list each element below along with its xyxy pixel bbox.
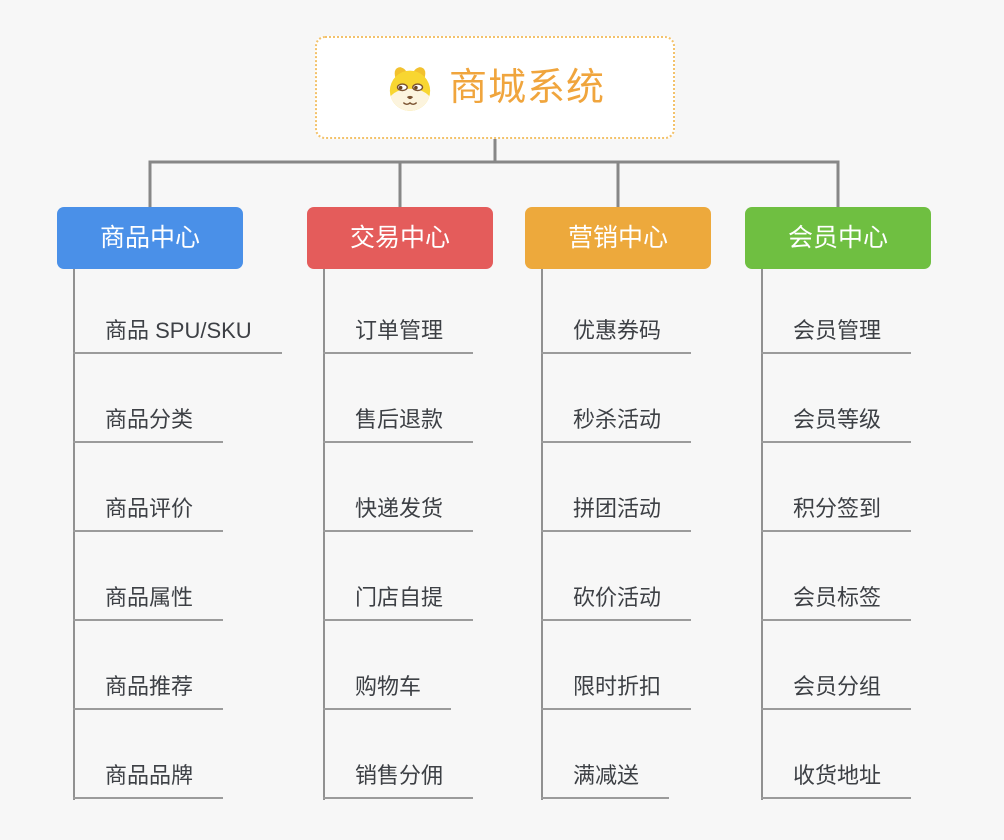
leaf-label: 会员分组 <box>793 674 882 699</box>
leaf-node-1-2[interactable]: 商品分类 <box>73 405 224 443</box>
leaf-label: 商品品牌 <box>105 763 194 788</box>
leaf-label: 积分签到 <box>793 496 882 521</box>
leaf-label: 商品属性 <box>105 585 194 610</box>
leaf-node-4-1[interactable]: 会员管理 <box>761 316 912 354</box>
leaf-node-1-3[interactable]: 商品评价 <box>73 494 224 532</box>
leaf-node-2-4[interactable]: 门店自提 <box>323 583 474 621</box>
branch-node-2[interactable]: 交易中心 <box>307 207 493 269</box>
leaf-label: 收货地址 <box>793 763 882 788</box>
leaf-label: 门店自提 <box>355 585 444 610</box>
leaf-node-3-5[interactable]: 限时折扣 <box>541 672 692 710</box>
leaf-label: 商品分类 <box>105 407 194 432</box>
leaf-node-2-5[interactable]: 购物车 <box>323 672 452 710</box>
leaf-label: 会员管理 <box>793 318 882 343</box>
branch-label: 营销中心 <box>567 223 668 252</box>
leaf-node-3-2[interactable]: 秒杀活动 <box>541 405 692 443</box>
leaf-label: 购物车 <box>355 674 422 699</box>
leaf-label: 限时折扣 <box>573 674 662 699</box>
leaf-label: 优惠券码 <box>573 318 662 343</box>
leaf-label: 商品 SPU/SKU <box>105 318 252 343</box>
branch-label: 交易中心 <box>349 223 450 252</box>
leaf-node-2-3[interactable]: 快递发货 <box>323 494 474 532</box>
branch-label: 会员中心 <box>787 223 888 252</box>
leaf-label: 商品评价 <box>105 496 194 521</box>
leaf-label: 会员等级 <box>793 407 882 432</box>
leaf-label: 快递发货 <box>355 496 444 521</box>
leaf-node-4-6[interactable]: 收货地址 <box>761 761 912 799</box>
doge-icon <box>389 66 431 111</box>
leaf-node-2-1[interactable]: 订单管理 <box>323 316 474 354</box>
root-title: 商城系统 <box>448 66 605 109</box>
leaf-node-4-2[interactable]: 会员等级 <box>761 405 912 443</box>
leaf-node-1-1[interactable]: 商品 SPU/SKU <box>73 316 282 354</box>
leaf-label: 商品推荐 <box>105 674 194 699</box>
leaf-node-3-6[interactable]: 满减送 <box>541 761 670 799</box>
leaf-node-4-3[interactable]: 积分签到 <box>761 494 912 532</box>
leaf-node-3-3[interactable]: 拼团活动 <box>541 494 692 532</box>
leaf-label: 砍价活动 <box>573 585 662 610</box>
branch-node-3[interactable]: 营销中心 <box>525 207 711 269</box>
leaf-label: 秒杀活动 <box>573 407 662 432</box>
leaf-node-3-1[interactable]: 优惠券码 <box>541 316 692 354</box>
leaf-label: 销售分佣 <box>355 763 444 788</box>
branch-node-4[interactable]: 会员中心 <box>745 207 931 269</box>
leaf-node-1-4[interactable]: 商品属性 <box>73 583 224 621</box>
branch-label: 商品中心 <box>99 223 200 252</box>
root-node-mall-system[interactable]: 商城系统 <box>315 36 675 139</box>
leaf-label: 售后退款 <box>355 407 444 432</box>
leaf-node-3-4[interactable]: 砍价活动 <box>541 583 692 621</box>
leaf-label: 订单管理 <box>355 318 444 343</box>
leaf-node-4-5[interactable]: 会员分组 <box>761 672 912 710</box>
leaf-node-2-2[interactable]: 售后退款 <box>323 405 474 443</box>
leaf-label: 满减送 <box>573 763 640 788</box>
leaf-node-1-5[interactable]: 商品推荐 <box>73 672 224 710</box>
leaf-label: 拼团活动 <box>573 496 662 521</box>
leaf-label: 会员标签 <box>793 585 882 610</box>
leaf-node-2-6[interactable]: 销售分佣 <box>323 761 474 799</box>
leaf-node-4-4[interactable]: 会员标签 <box>761 583 912 621</box>
branch-node-1[interactable]: 商品中心 <box>57 207 243 269</box>
leaf-node-1-6[interactable]: 商品品牌 <box>73 761 224 799</box>
